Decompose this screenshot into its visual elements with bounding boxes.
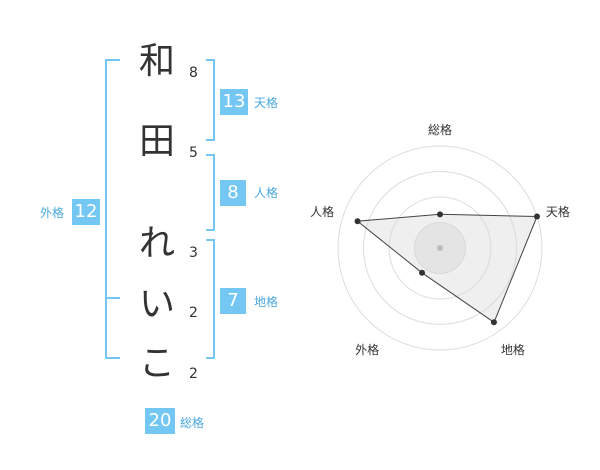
- chikaku-bracket: [206, 239, 215, 359]
- stroke-count-3: 3: [189, 245, 198, 261]
- radar-axis-label-2: 天格: [545, 204, 570, 219]
- tenkaku-bracket: [206, 59, 215, 141]
- jinkaku-value: 8: [220, 180, 246, 206]
- radar-center-dot: [437, 245, 443, 251]
- chikaku-value: 7: [220, 288, 246, 314]
- radar-ring: [414, 222, 466, 274]
- soukaku-label: 総格: [180, 416, 205, 430]
- name-char-2: 田: [138, 121, 175, 162]
- radar-point-3: [490, 319, 497, 326]
- gaikaku-value: 12: [72, 199, 100, 225]
- name-char-3: れ: [138, 223, 175, 264]
- name-char-1: 和: [138, 41, 175, 82]
- radar-point-2: [534, 213, 541, 220]
- jinkaku-label: 人格: [254, 186, 279, 200]
- radar-ring: [388, 196, 492, 300]
- radar-axis-label-4: 外格: [355, 342, 380, 357]
- radar-point-5: [354, 218, 361, 225]
- radar-axis-label-3: 地格: [500, 342, 525, 357]
- name-char-5: こ: [138, 343, 175, 384]
- gaikaku-label: 外格: [40, 206, 65, 220]
- stroke-count-1: 8: [189, 65, 198, 81]
- radar-series-polygon: [356, 213, 538, 324]
- radar-ring: [363, 171, 517, 325]
- radar-axis-label-5: 人格: [310, 204, 335, 219]
- radar-point-1: [437, 211, 443, 218]
- radar-point-4: [419, 269, 426, 276]
- gaikaku-bracket: [105, 59, 120, 359]
- name-char-4: い: [138, 284, 175, 325]
- tenkaku-value: 13: [220, 89, 248, 115]
- radar-ring: [337, 145, 543, 351]
- stroke-count-5: 2: [189, 366, 198, 382]
- jinkaku-bracket: [206, 154, 215, 231]
- stroke-count-2: 5: [189, 145, 198, 161]
- radar-axis-label-1: 総格: [427, 123, 453, 137]
- stroke-count-4: 2: [189, 305, 198, 321]
- chikaku-label: 地格: [254, 295, 279, 309]
- tenkaku-label: 天格: [254, 96, 279, 110]
- soukaku-value: 20: [145, 408, 175, 434]
